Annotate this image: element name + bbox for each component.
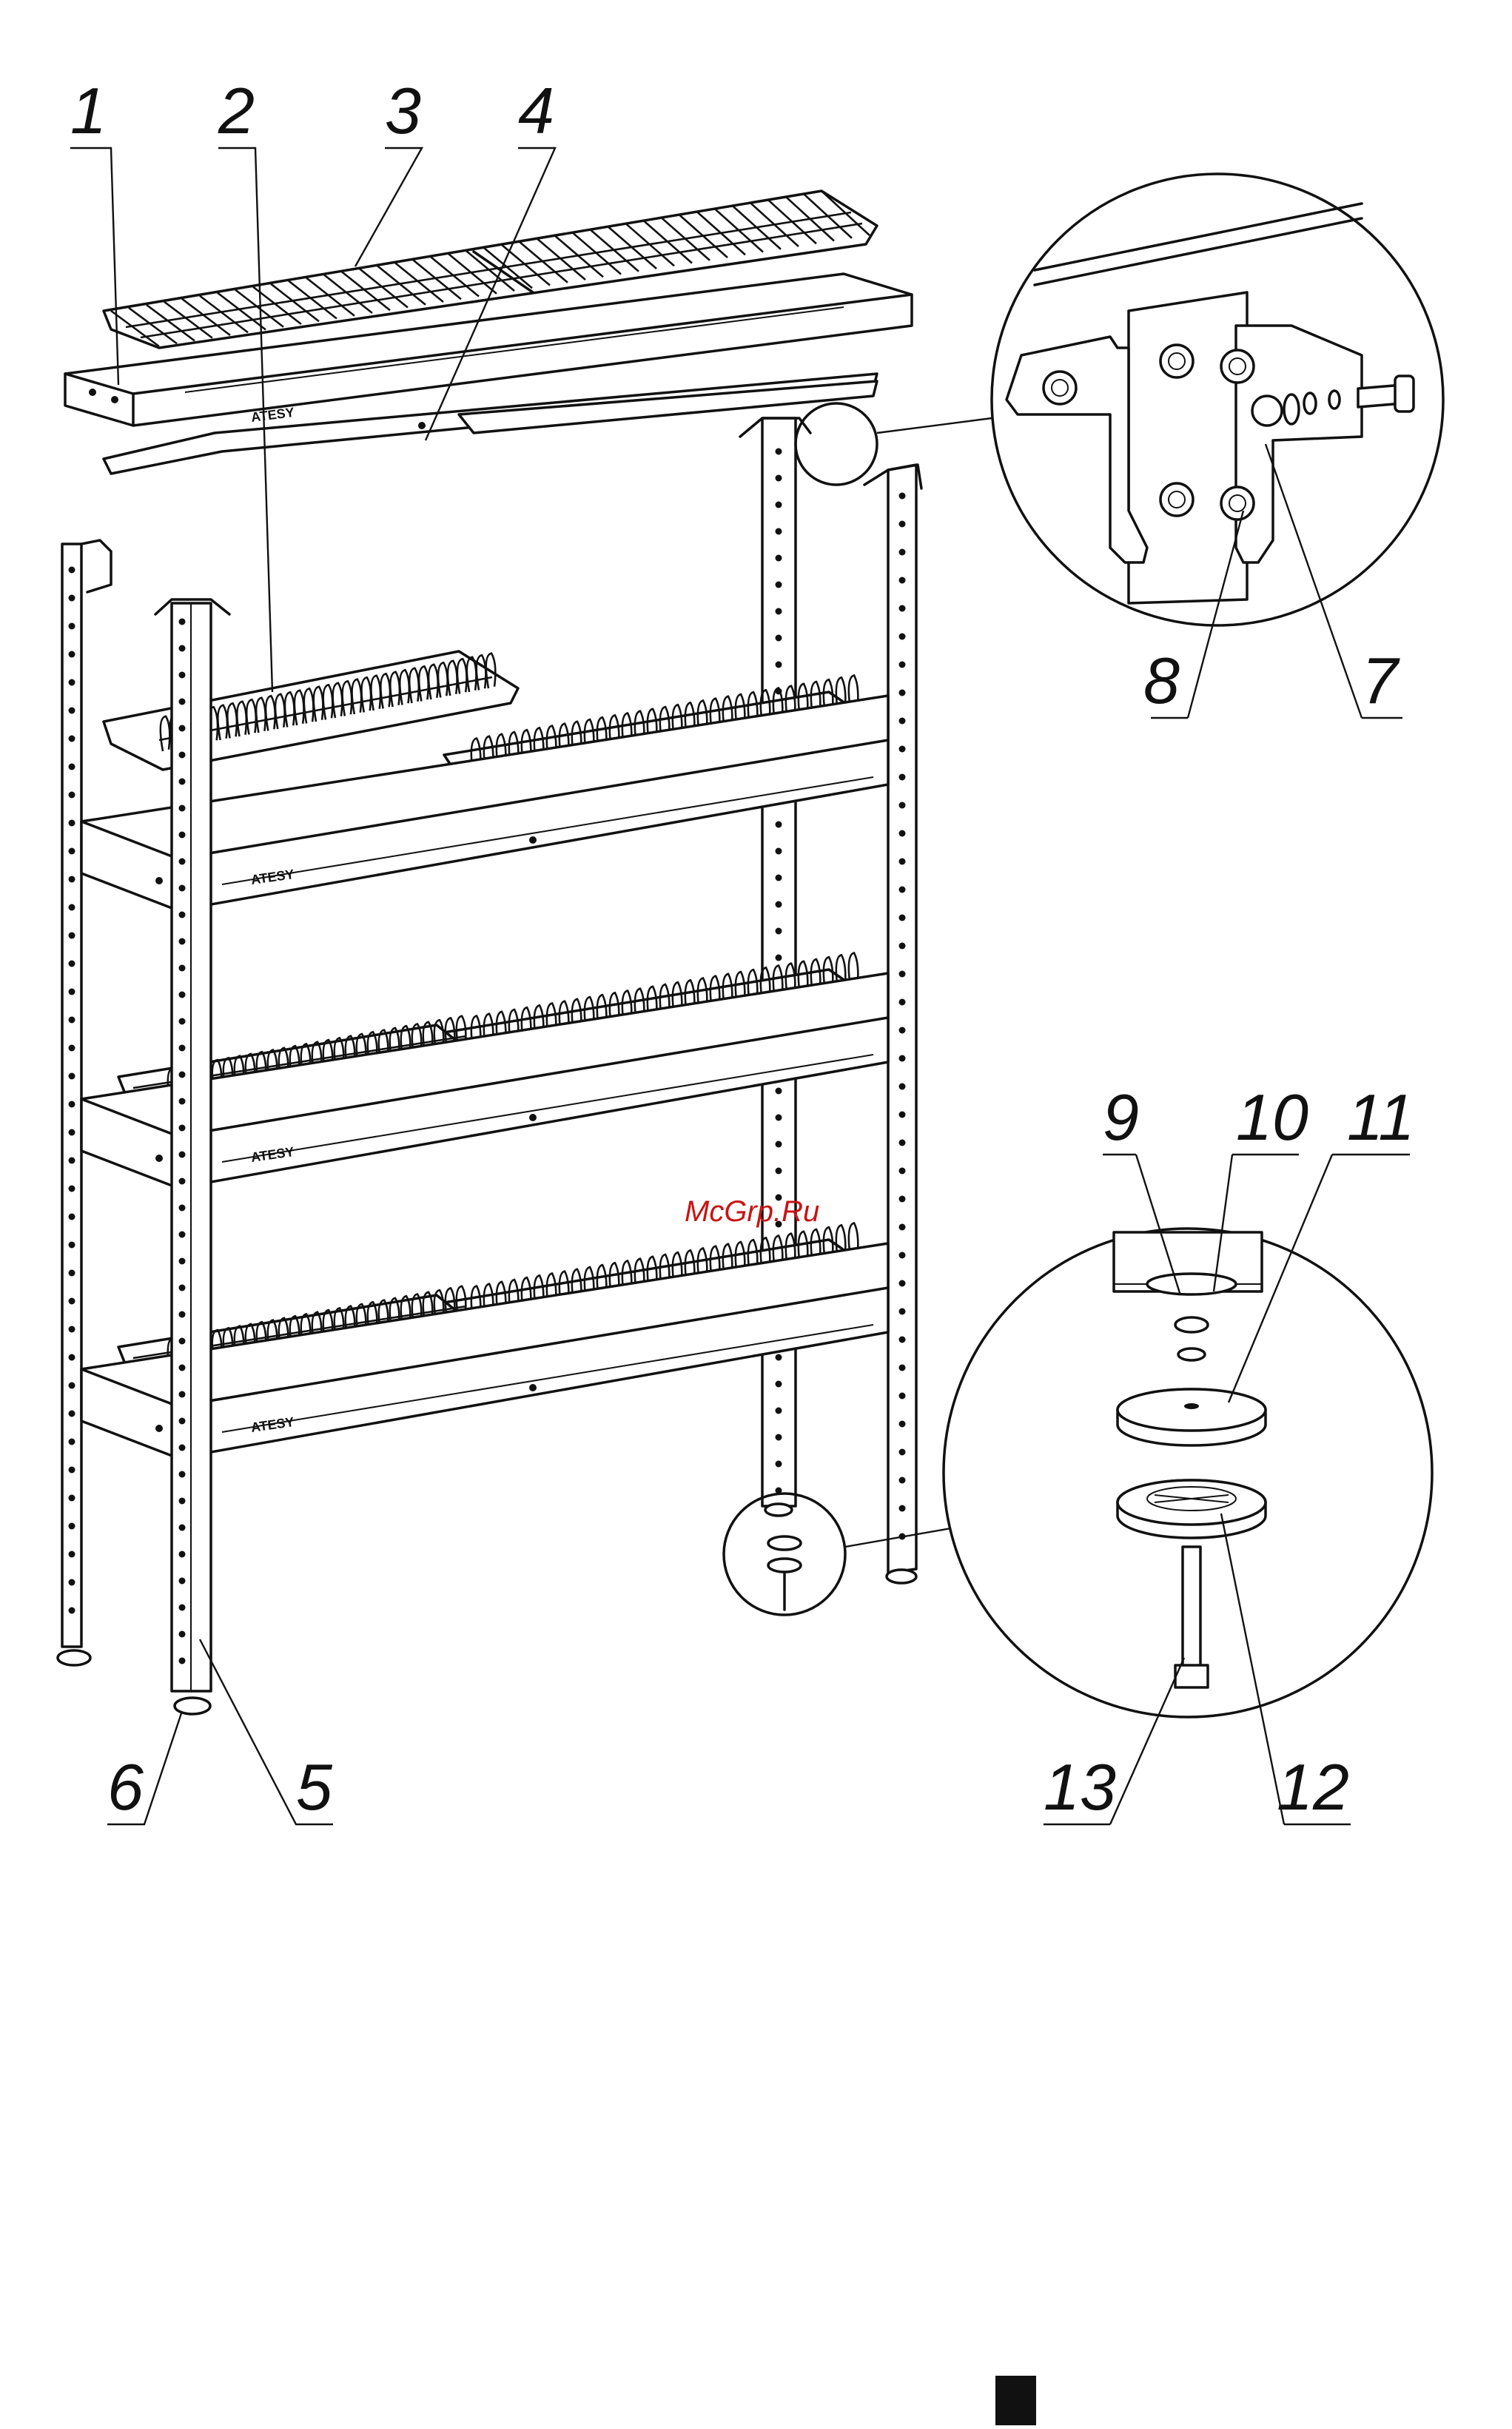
detail-marker-top xyxy=(796,403,877,485)
callout-8: 8 xyxy=(1143,644,1180,717)
callout-11: 11 xyxy=(1347,1081,1414,1154)
washer-10 xyxy=(1178,1348,1205,1360)
callout-9: 9 xyxy=(1103,1081,1139,1154)
foot-back-right xyxy=(887,1570,916,1583)
callout-7: 7 xyxy=(1362,644,1400,717)
callout-12: 12 xyxy=(1277,1750,1349,1824)
callout-13: 13 xyxy=(1044,1750,1116,1824)
callout-4: 4 xyxy=(518,74,554,147)
callout-3: 3 xyxy=(385,74,421,147)
callout-6: 6 xyxy=(107,1750,144,1824)
callout-10: 10 xyxy=(1236,1081,1308,1154)
foot-front-left xyxy=(175,1698,210,1714)
post-back-right xyxy=(888,465,916,1573)
screw-13 xyxy=(1183,1547,1200,1673)
watermark: McGrp.Ru xyxy=(685,1195,819,1228)
foot-back-middle xyxy=(765,1504,792,1516)
nut-9 xyxy=(1175,1317,1208,1332)
callout-1: 1 xyxy=(70,74,107,147)
callout-5: 5 xyxy=(296,1750,333,1824)
foot-back-left xyxy=(58,1650,90,1665)
page-marker xyxy=(995,2376,1036,2425)
callout-2: 2 xyxy=(218,74,255,147)
